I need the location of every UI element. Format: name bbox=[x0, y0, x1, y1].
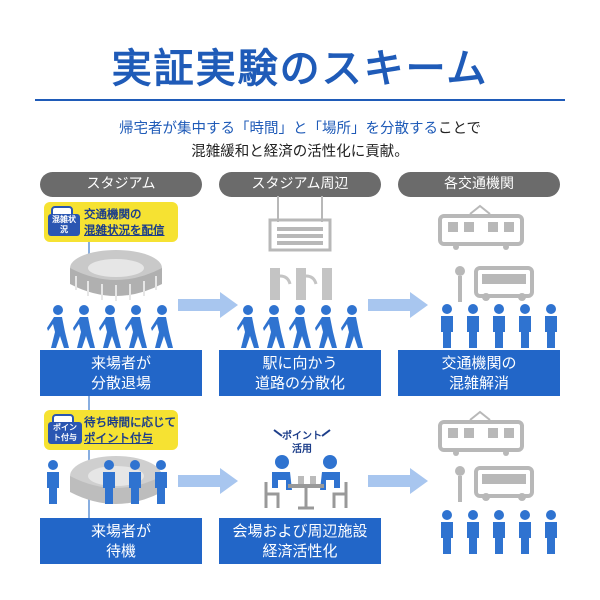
subtitle-highlight: 帰宅者が集中する「時間」と「場所」を分散する bbox=[118, 121, 438, 137]
label-line-2: 活用 bbox=[292, 444, 312, 455]
page-title: 実証実験のスキーム bbox=[111, 46, 489, 92]
bus-stop-icon bbox=[455, 266, 534, 302]
stadium-icon bbox=[70, 250, 162, 301]
label-line-1: ポイント bbox=[282, 431, 322, 442]
connector-line bbox=[88, 393, 90, 413]
column-header-transport: 各交通機関 bbox=[398, 172, 560, 197]
sparkle-icon bbox=[273, 429, 331, 437]
box-line-1: 交通機関の bbox=[441, 354, 517, 372]
subtitle-line-2: 混雑緩和と経済の活性化に貢献。 bbox=[191, 144, 409, 160]
subtitle-line-1: 帰宅者が集中する「時間」と「場所」を分散することで bbox=[0, 117, 600, 138]
box-line-1: 来場者が bbox=[90, 522, 151, 540]
note-line-2: 混雑状況を配信 bbox=[84, 223, 165, 237]
train-icon bbox=[438, 204, 524, 250]
column-header-stadium-area: スタジアム周辺 bbox=[219, 172, 381, 197]
standing-people-icon bbox=[47, 460, 167, 504]
result-box-congestion-relief: 交通機関の 混雑解消 bbox=[398, 350, 560, 396]
smartphone-icon: ポイント付与 bbox=[48, 414, 82, 446]
box-line-2: 道路の分散化 bbox=[254, 374, 345, 392]
walking-people-icon bbox=[237, 305, 363, 348]
box-line-2: 待機 bbox=[105, 542, 136, 560]
box-line-2: 分散退場 bbox=[90, 374, 151, 392]
standing-people-icon bbox=[441, 304, 557, 348]
result-box-road-dispersion: 駅に向かう 道路の分散化 bbox=[219, 350, 381, 396]
arrow-right-icon bbox=[178, 468, 238, 494]
note-line-1: 交通機関の bbox=[84, 207, 142, 221]
column-header-stadium: スタジアム bbox=[40, 172, 202, 197]
result-box-waiting: 来場者が 待機 bbox=[40, 518, 202, 564]
arrow-right-icon bbox=[368, 292, 428, 318]
point-use-label: ポイント 活用 bbox=[272, 430, 332, 456]
title-divider bbox=[35, 99, 565, 101]
box-line-2: 混雑解消 bbox=[448, 374, 509, 392]
box-line-2: 経済活性化 bbox=[262, 542, 338, 560]
smartphone-icon: 混雑状況 bbox=[48, 206, 80, 238]
information-board-icon bbox=[268, 196, 332, 252]
note-line-1: 待ち時間に応じて bbox=[84, 415, 176, 429]
point-reward-note: ポイント付与 待ち時間に応じて ポイント付与 bbox=[44, 410, 178, 450]
connector-line bbox=[88, 235, 90, 257]
subtitle-tail: ことで bbox=[437, 121, 482, 137]
arrow-right-icon bbox=[178, 292, 238, 318]
result-box-disperse-exit: 来場者が 分散退場 bbox=[40, 350, 202, 396]
result-box-economy: 会場および周辺施設 経済活性化 bbox=[219, 518, 381, 564]
box-line-1: 来場者が bbox=[90, 354, 151, 372]
ticket-gate-icon bbox=[270, 268, 332, 300]
train-icon bbox=[438, 410, 524, 456]
walking-people-icon bbox=[47, 305, 173, 348]
cafe-people-icon bbox=[264, 455, 348, 510]
bus-stop-icon bbox=[455, 466, 534, 502]
standing-people-icon bbox=[441, 510, 557, 554]
note-line-2: ポイント付与 bbox=[84, 431, 153, 445]
box-line-1: 駅に向かう bbox=[262, 354, 338, 372]
arrow-right-icon bbox=[368, 468, 428, 494]
congestion-info-note: 混雑状況 交通機関の 混雑状況を配信 bbox=[44, 202, 178, 242]
box-line-1: 会場および周辺施設 bbox=[232, 522, 368, 540]
